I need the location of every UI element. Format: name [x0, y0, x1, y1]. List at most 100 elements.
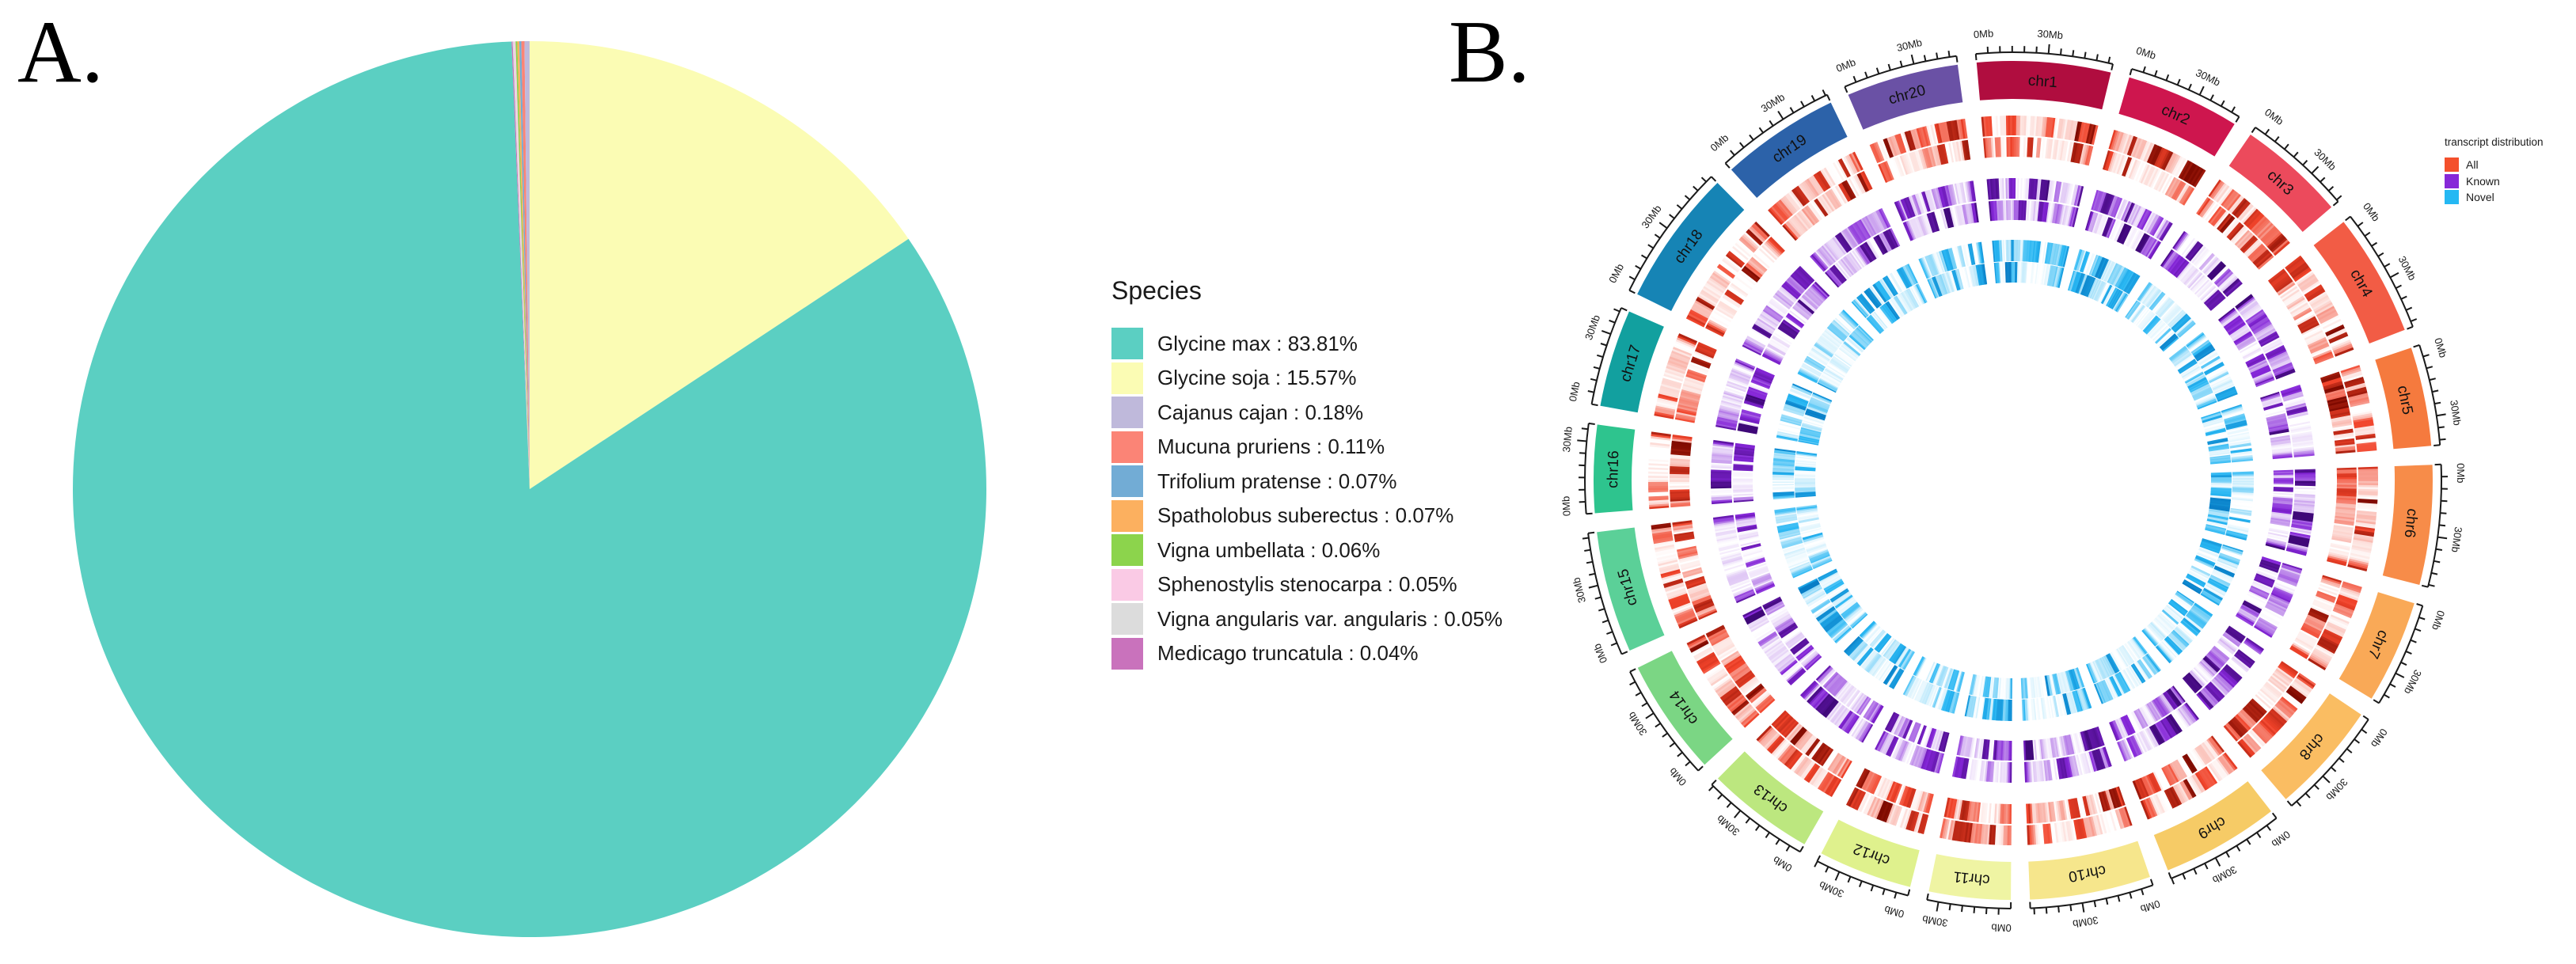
axis-end-tick: [1712, 780, 1716, 785]
axis-tick: [1836, 871, 1840, 880]
axis-tick: [2396, 286, 2401, 289]
axis-tick: [2323, 776, 2330, 783]
chromosome-axis-chr11: [1927, 900, 2011, 909]
axis-tick-label: 0Mb: [1606, 262, 1626, 285]
transcript-legend-label: All: [2459, 158, 2479, 171]
axis-tick-label: 30Mb: [1639, 203, 1663, 230]
axis-tick: [1642, 703, 1647, 706]
axis-tick: [2431, 573, 2437, 575]
species-legend-swatch: [1111, 500, 1143, 532]
axis-tick: [2423, 355, 2430, 356]
axis-tick: [1912, 55, 1914, 64]
axis-tick: [1826, 867, 1828, 872]
axis-tick: [1718, 795, 1722, 799]
axis-tick: [1659, 222, 1667, 228]
axis-tick-label: 0Mb: [2432, 336, 2449, 359]
species-legend-label: Mucuna pruriens : 0.11%: [1143, 435, 1385, 459]
axis-tick: [1606, 632, 1613, 634]
axis-tick: [1769, 120, 1772, 126]
axis-tick-label: 0Mb: [1560, 495, 1572, 516]
axis-tick: [2358, 222, 2363, 226]
axis-tick: [1601, 343, 1607, 346]
axis-tick: [1577, 440, 1586, 441]
axis-tick: [1937, 902, 1939, 912]
axis-tick-label: 0Mb: [2455, 463, 2467, 484]
axis-tick: [1986, 908, 1987, 914]
axis-end-tick: [2346, 217, 2350, 221]
axis-tick-label: 30Mb: [2210, 863, 2239, 886]
axis-tick: [2419, 617, 2426, 620]
transcript-legend-item: All: [2445, 158, 2544, 172]
axis-tick: [1584, 550, 1590, 551]
axis-tick-label: 30Mb: [2402, 668, 2424, 696]
axis-tick-label: 0Mb: [1883, 904, 1905, 920]
axis-tick: [1646, 713, 1654, 719]
axis-tick: [1756, 825, 1760, 831]
axis-tick: [2143, 66, 2145, 73]
axis-tick: [1594, 367, 1600, 369]
axis-tick-label: 30Mb: [1560, 426, 1575, 453]
axis-tick: [2411, 640, 2416, 643]
axis-tick: [1670, 743, 1674, 747]
axis-tick-label: 0Mb: [1666, 765, 1689, 788]
axis-tick: [2216, 858, 2221, 867]
axis-tick-label: 30Mb: [1895, 36, 1923, 54]
axis-tick-label: 30Mb: [2396, 254, 2419, 283]
axis-end-tick: [1712, 176, 1716, 181]
transcript-legend-swatch: [2445, 190, 2459, 204]
axis-tick: [2285, 144, 2289, 149]
axis-tick: [2130, 893, 2131, 899]
axis-tick: [2361, 730, 2367, 734]
axis-tick: [2372, 243, 2377, 246]
axis-tick: [1877, 68, 1879, 74]
axis-tick: [1597, 355, 1603, 357]
axis-tick: [1629, 276, 1635, 279]
axis-tick-label: 30Mb: [2072, 914, 2099, 930]
species-legend-item: Trifolium pratense : 0.07%: [1111, 465, 1503, 497]
axis-tick: [2303, 161, 2307, 165]
axis-tick: [1582, 428, 1588, 429]
axis-tick: [1601, 331, 1610, 334]
axis-tick: [1974, 907, 1975, 913]
axis-end-tick: [1622, 651, 1628, 654]
axis-tick-label: 0Mb: [1991, 921, 2012, 934]
axis-tick: [1740, 142, 1744, 147]
chromosome-axis-chr16: [1585, 423, 1589, 514]
species-legend-label: Vigna angularis var. angularis : 0.05%: [1143, 607, 1503, 632]
axis-tick-label: 0Mb: [2270, 829, 2293, 850]
axis-tick: [1734, 810, 1741, 818]
species-legend-label: Sphenostylis stenocarpa : 0.05%: [1143, 572, 1457, 597]
axis-tick-label: 0Mb: [1708, 131, 1731, 154]
axis-tick: [2084, 52, 2085, 59]
chromosome-label-chr6: chr6: [2401, 508, 2421, 539]
axis-tick: [1823, 90, 1826, 96]
axis-tick: [1598, 609, 1605, 610]
species-legend-swatch: [1111, 328, 1143, 359]
species-legend-item: Glycine max : 83.81%: [1111, 328, 1503, 359]
axis-tick: [2226, 852, 2229, 857]
axis-tick: [2440, 439, 2446, 440]
axis-tick: [1924, 55, 1926, 62]
axis-tick: [2434, 561, 2440, 563]
axis-end-tick: [1956, 56, 1957, 63]
axis-tick: [1670, 214, 1674, 218]
axis-tick-label: 0Mb: [2430, 609, 2447, 632]
axis-end-tick: [1976, 54, 1977, 60]
axis-tick: [2205, 863, 2208, 869]
axis-tick-label: 30Mb: [2037, 28, 2064, 42]
species-legend-label: Trifolium pratense : 0.07%: [1143, 469, 1397, 494]
axis-tick: [2411, 319, 2416, 321]
axis-tick: [2166, 74, 2168, 80]
axis-end-tick: [2407, 327, 2413, 329]
axis-tick: [2337, 195, 2342, 199]
transcript-legend-swatch: [2445, 158, 2459, 172]
axis-tick: [2171, 879, 2174, 885]
axis-tick: [1894, 893, 1896, 899]
axis-tick: [1950, 904, 1951, 910]
axis-tick: [2430, 378, 2436, 380]
species-legend-item: Cajanus cajan : 0.18%: [1111, 397, 1503, 428]
axis-tick: [1642, 255, 1647, 258]
axis-tick: [2390, 273, 2399, 278]
